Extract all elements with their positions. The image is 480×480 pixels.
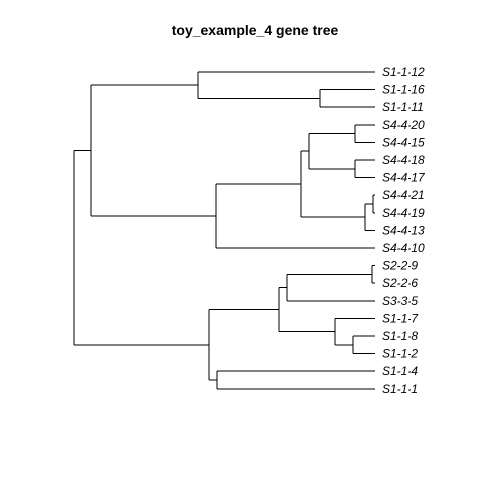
- tip-label: S1-1-7: [382, 311, 419, 325]
- tip-label: S1-1-1: [382, 382, 418, 396]
- tip-label: S2-2-6: [382, 276, 418, 290]
- tree-branches: [73, 71, 375, 390]
- tip-label: S1-1-11: [382, 100, 424, 114]
- tip-label: S4-4-21: [382, 188, 425, 202]
- tip-label: S4-4-10: [382, 241, 425, 255]
- tip-label: S4-4-20: [382, 118, 425, 132]
- tip-label: S4-4-18: [382, 153, 425, 167]
- tip-label: S1-1-4: [382, 364, 418, 378]
- tip-labels: S1-1-12S1-1-16S1-1-11S4-4-20S4-4-15S4-4-…: [382, 65, 426, 396]
- tip-label: S1-1-8: [382, 329, 418, 343]
- tip-label: S2-2-9: [382, 259, 418, 273]
- tip-label: S3-3-5: [382, 294, 418, 308]
- tip-label: S4-4-13: [382, 223, 425, 237]
- tip-label: S4-4-15: [382, 135, 425, 149]
- tip-label: S4-4-19: [382, 206, 425, 220]
- tip-label: S1-1-12: [382, 65, 425, 79]
- tip-label: S1-1-16: [382, 83, 425, 97]
- figure-title: toy_example_4 gene tree: [172, 22, 339, 38]
- tip-label: S4-4-17: [382, 171, 426, 185]
- tip-label: S1-1-2: [382, 347, 418, 361]
